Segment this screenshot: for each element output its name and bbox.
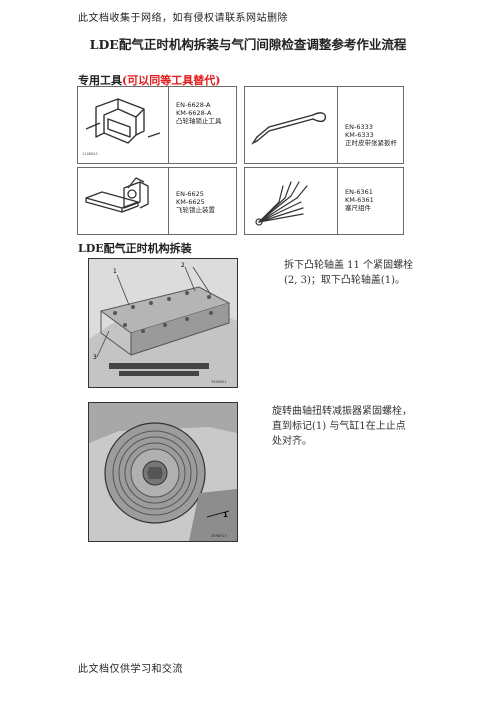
tool-card-flywheel-lock: EN-6625 KM-6625 飞轮锁止装置 [77, 167, 237, 235]
header-note: 此文档收集于网络，如有侵权请联系网站删除 [78, 13, 288, 24]
tool-part-number: KM-6628-A [176, 109, 212, 117]
tool-part-number: EN-6361 [345, 188, 373, 196]
step-2-photo: 1 3598713 [88, 402, 238, 542]
step-1-photo: 1 2 3 3595621 [88, 258, 238, 388]
tools-label-prefix: 专用工具 [78, 74, 122, 87]
footer-note: 此文档仅供学习和交流 [78, 664, 183, 675]
figure-code: 3598713 [211, 534, 227, 538]
callout-label: 1 [113, 268, 117, 275]
tool-name: 凸轮轴锁止工具 [176, 117, 222, 125]
crankshaft-damper-illustration: 1 3598713 [89, 403, 237, 541]
step-2-text: 旋转曲轴扭转减振器紧固螺栓，直到标记(1) 与气缸1在上止点处对齐。 [272, 406, 412, 447]
flywheel-lock-tool-icon [85, 177, 149, 213]
tool-name: 飞轮锁止装置 [176, 206, 215, 214]
tool-name: 塞尺组件 [345, 204, 371, 212]
tool-labels: EN-6625 KM-6625 飞轮锁止装置 [176, 190, 215, 214]
tool-image-camshaft-lock: 1146843 [78, 87, 169, 163]
tool-labels: EN-6333 KM-6333 正时皮带张紧扳杆 [345, 123, 397, 147]
tool-labels: EN-6361 KM-6361 塞尺组件 [345, 188, 374, 212]
figure-code: 3595621 [211, 380, 227, 384]
disassembly-section-label: LDE配气正时机构拆装 [78, 242, 192, 255]
callout-label: 2 [181, 262, 185, 269]
tool-image-flywheel-lock [78, 168, 169, 234]
tools-section-label: 专用工具(可以同等工具替代) [78, 72, 220, 88]
tool-name: 正时皮带张紧扳杆 [345, 139, 397, 147]
tool-part-number: EN-6628-A [176, 101, 211, 109]
tool-part-number: EN-6625 [176, 190, 204, 198]
step-1-text: 拆下凸轮轴盖 11 个紧固螺栓(2, 3)；取下凸轮轴盖(1)。 [284, 260, 414, 286]
tools-label-highlight: (可以同等工具替代) [122, 74, 221, 87]
tool-part-number: KM-6333 [345, 131, 374, 139]
tool-card-feeler-gauge: EN-6361 KM-6361 塞尺组件 [244, 167, 404, 235]
tool-image-tensioner-bar [245, 87, 338, 163]
tool-card-tensioner-bar: EN-6333 KM-6333 正时皮带张紧扳杆 [244, 86, 404, 164]
tool-part-number: KM-6625 [176, 198, 205, 206]
tool-labels: EN-6628-A KM-6628-A 凸轮轴锁止工具 [176, 101, 222, 125]
tool-card-camshaft-lock: 1146843 EN-6628-A KM-6628-A 凸轮轴锁止工具 [77, 86, 237, 164]
callout-label: 1 [223, 511, 228, 519]
camshaft-cover-illustration: 1 2 3 3595621 [89, 259, 237, 387]
callout-label: 3 [93, 354, 97, 361]
tool-code: 1146843 [82, 152, 98, 156]
camshaft-lock-tool-icon: 1146843 [82, 98, 161, 156]
tool-image-feeler-gauge [245, 168, 338, 234]
tensioner-bar-tool-icon [250, 112, 327, 145]
feeler-gauge-tool-icon [255, 181, 308, 226]
document-title: LDE配气正时机构拆装与气门间隙检查调整参考作业流程 [89, 37, 407, 52]
tool-part-number: KM-6361 [345, 196, 374, 204]
tool-part-number: EN-6333 [345, 123, 373, 131]
